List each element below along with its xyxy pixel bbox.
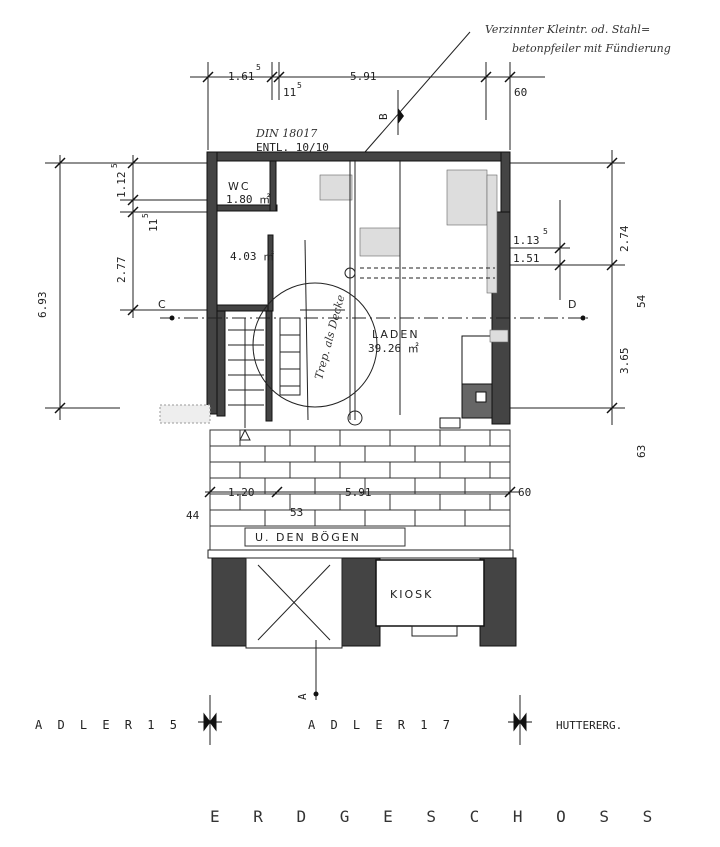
column-1 <box>344 267 356 279</box>
shelf-1 <box>446 169 488 226</box>
pier-center <box>341 557 381 647</box>
section-b: B <box>377 113 390 120</box>
handwritten-note-line1: Verzinnter Kleintr. od. Stahl= <box>485 23 650 36</box>
dim-top-1: 1.61 <box>228 70 255 83</box>
right-dimension-chains: 2.74 3.65 54 63 1.13 5 1.51 <box>505 150 648 458</box>
dim-inner-2: 1.51 <box>513 252 540 265</box>
dim-top-2: 11 <box>283 86 296 99</box>
handwritten-annotation: Verzinnter Kleintr. od. Stahl= betonpfei… <box>357 23 671 161</box>
drawing-title: E R D G E S C H O S S <box>210 807 664 826</box>
dim-right-2: 3.65 <box>618 348 631 375</box>
wc-partition <box>216 204 278 212</box>
section-marks: B C D A <box>158 90 590 700</box>
shelf-3 <box>319 174 353 201</box>
room-area-small: 4.03 ㎡ <box>230 250 274 263</box>
dim-left-1: 6.93 <box>36 292 49 319</box>
room-label-laden: LADEN <box>372 328 420 341</box>
west-wall <box>206 151 218 415</box>
street-center: A D L E R 1 7 <box>308 718 454 732</box>
shelf-2 <box>359 227 401 257</box>
dim-top-3: 5.91 <box>350 70 377 83</box>
lower-arcade: KIOSK <box>207 549 517 649</box>
dim-left-4-sup: 5 <box>141 213 150 218</box>
street-right: HUTTERERG. <box>556 719 622 732</box>
room-area-laden: 39.26 ㎡ <box>368 342 419 355</box>
room-label-arcade: U. DEN BÖGEN <box>255 531 361 544</box>
section-d: D <box>568 298 578 311</box>
dim-left-2: 2.77 <box>115 257 128 284</box>
dim-right-1: 2.74 <box>618 225 631 252</box>
arcade-brickwork: U. DEN BÖGEN 1.20 5.91 60 44 53 <box>159 404 531 551</box>
dim-top-4: 60 <box>514 86 527 99</box>
section-c: C <box>158 298 168 311</box>
dim-inner-1-sup: 5 <box>543 227 548 236</box>
room-label-kiosk: KIOSK <box>390 588 433 601</box>
room-area-wc: 1.80 ㎡ <box>226 193 270 206</box>
column-2 <box>347 410 363 426</box>
stair-west-wall <box>216 310 226 417</box>
din-label: DIN 18017 <box>255 127 317 140</box>
left-dimension-chains: 6.93 2.77 1.12 5 11 5 <box>36 155 210 420</box>
dim-bottom-4: 44 <box>186 509 200 522</box>
street-boundary: A D L E R 1 5 A D L E R 1 7 HUTTERERG. <box>35 695 622 745</box>
leader-line <box>357 31 471 161</box>
room-label-wc: WC <box>228 180 251 193</box>
dim-bottom-1: 1.20 <box>228 486 255 499</box>
stair-east-wall <box>265 310 273 422</box>
kiosk-box <box>375 559 485 627</box>
dim-right-4: 63 <box>635 445 648 458</box>
dim-inner-1: 1.13 <box>513 234 540 247</box>
dim-bottom-2: 5.91 <box>345 486 372 499</box>
dim-bottom-5: 53 <box>290 506 303 519</box>
top-dimension-chain: 1.61 5 11 5 5.91 60 <box>190 62 545 150</box>
street-left: A D L E R 1 5 <box>35 718 181 732</box>
dim-top-2-sup: 5 <box>297 81 302 90</box>
dim-top-1-sup: 5 <box>256 63 261 72</box>
pier-left <box>211 557 247 647</box>
pier-right <box>479 557 517 647</box>
counter <box>461 335 493 385</box>
staircase <box>228 317 301 441</box>
handwritten-note-line2: betonpfeiler mit Fündierung <box>512 42 671 55</box>
entl-label: ENTL. 10/10 <box>256 141 329 154</box>
dim-left-3: 1.12 <box>115 172 128 199</box>
dim-right-3: 54 <box>635 294 648 308</box>
wc-side-wall <box>269 160 277 212</box>
pencil-note: Trep. als Decke <box>312 293 347 381</box>
dim-bottom-3: 60 <box>518 486 531 499</box>
dim-left-3-sup: 5 <box>110 163 119 168</box>
dim-left-4: 11 <box>147 219 160 232</box>
north-wall <box>206 151 511 162</box>
section-a: A <box>296 693 309 700</box>
east-wall-upper <box>500 151 511 213</box>
